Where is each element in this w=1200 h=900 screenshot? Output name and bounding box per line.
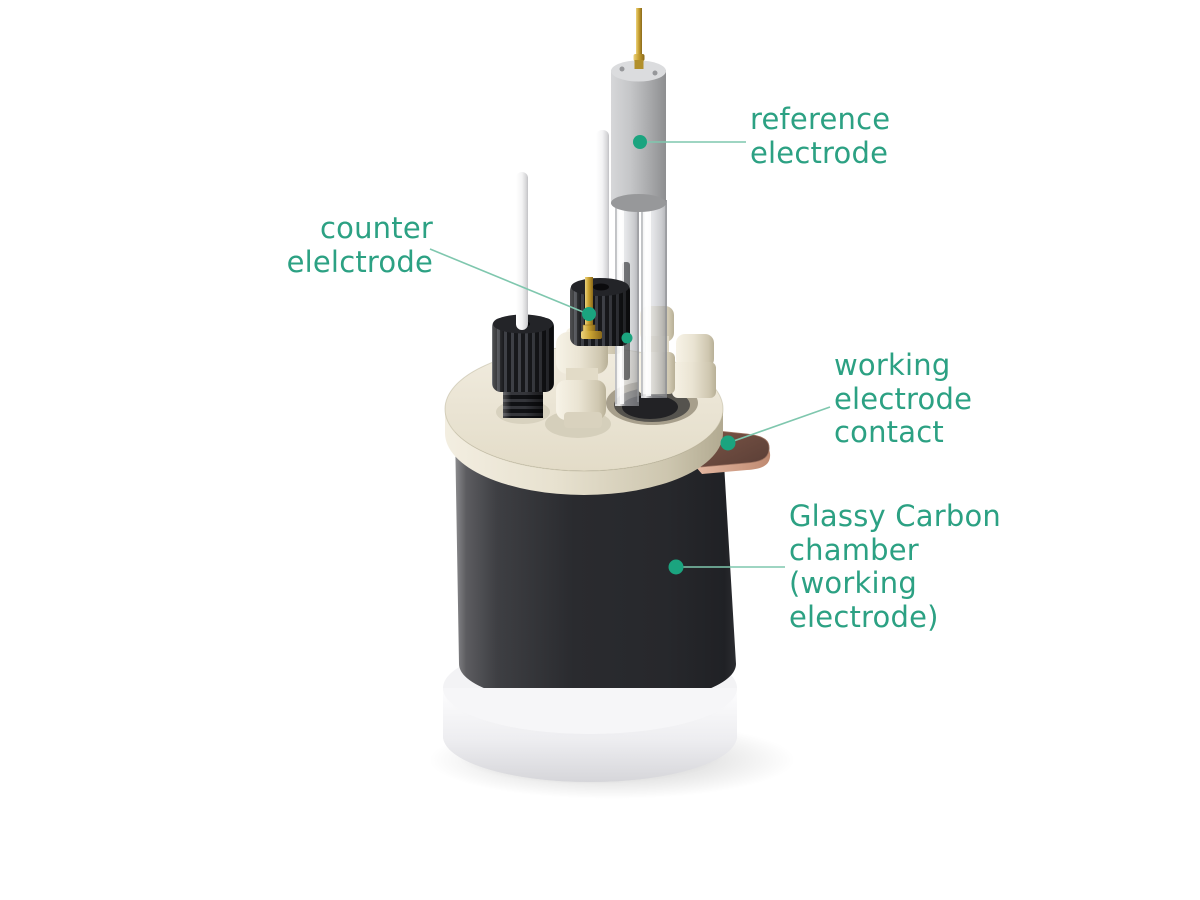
base-ring-front — [443, 688, 737, 782]
annotation-leaders — [429, 141, 831, 568]
label-reference-electrode: reference electrode — [750, 102, 891, 170]
label-working-electrode-contact: working electrode contact — [834, 348, 973, 450]
glassy-carbon-body — [455, 430, 736, 706]
label-line: electrode — [834, 381, 973, 416]
left-port-fitting — [492, 172, 554, 418]
working-contact-leader-line — [727, 406, 831, 444]
label-line: chamber — [789, 532, 919, 567]
label-line: electrode — [750, 135, 889, 170]
label-line: contact — [834, 415, 944, 449]
label-line: working — [834, 348, 951, 382]
label-counter-electrode: counter elelctrode — [278, 211, 433, 279]
label-line: counter — [320, 211, 433, 245]
label-glassy-carbon-chamber: Glassy Carbon chamber (working electrode… — [789, 499, 1001, 634]
working-contact-dot — [720, 435, 736, 451]
label-line: elelctrode — [286, 244, 433, 279]
reference-gold-pin — [633, 8, 645, 69]
inner-tube-dot — [621, 332, 633, 344]
counter-white-rod — [596, 130, 609, 294]
counter-dot — [582, 307, 596, 321]
reference-electrode-body — [611, 8, 666, 212]
glassy-carbon-dot — [668, 559, 684, 575]
counter-gold-pin — [581, 277, 602, 339]
label-line: (working — [789, 566, 917, 600]
annotation-dots — [582, 135, 736, 575]
label-line: electrode) — [789, 599, 939, 634]
counter-leader-line — [429, 248, 589, 315]
left-white-rod — [516, 172, 528, 330]
label-line: Glassy Carbon — [789, 499, 1001, 533]
reference-dot — [633, 135, 647, 149]
label-line: reference — [750, 102, 891, 136]
counter-electrode-fitting — [570, 130, 630, 346]
